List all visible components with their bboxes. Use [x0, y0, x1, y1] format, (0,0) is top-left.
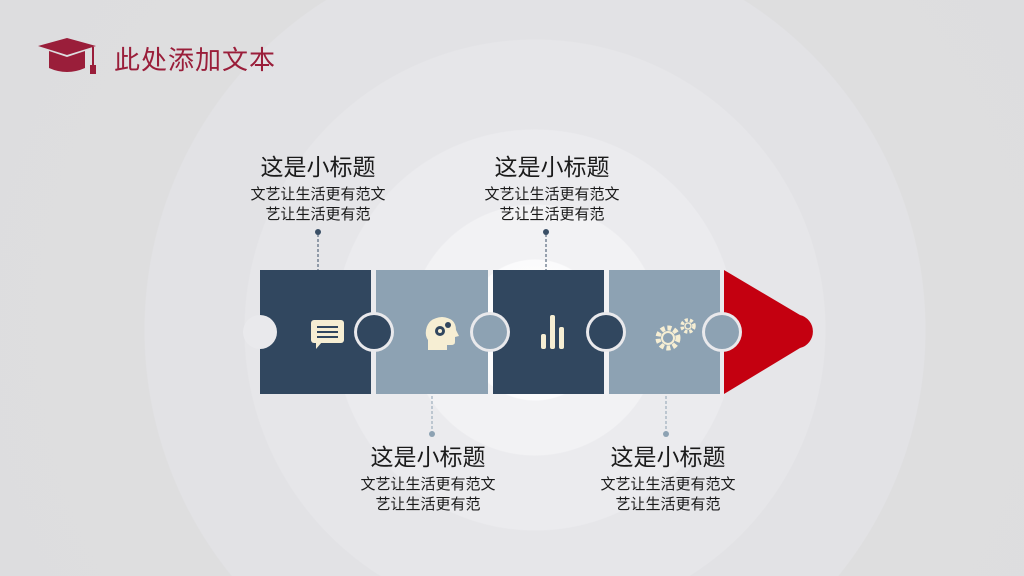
puzzle-knob-4-fill — [705, 315, 739, 349]
step-desc-line1: 文艺让生活更有范文 — [484, 185, 620, 203]
puzzle-knob-2-fill — [473, 315, 507, 349]
slide-header: 此处添加文本 — [36, 36, 276, 80]
bar-chart-icon — [541, 315, 564, 349]
connectors — [315, 229, 669, 437]
step-desc-line2: 艺让生活更有范 — [265, 205, 371, 223]
step-desc-line1: 文艺让生活更有范文 — [600, 475, 736, 493]
connector-dot-4 — [663, 431, 669, 437]
gears-icon — [655, 318, 696, 351]
arrow-head — [724, 270, 813, 394]
brain-gear-icon — [425, 317, 459, 350]
puzzle-knob-1-fill — [357, 315, 391, 349]
step-label-3: 这是小标题 文艺让生活更有范文 艺让生活更有范 — [452, 154, 652, 224]
connector-dot-3 — [543, 229, 549, 235]
puzzle-piece-3 — [493, 270, 604, 394]
step-title: 这是小标题 — [260, 155, 376, 181]
step-label-2: 这是小标题 文艺让生活更有范文 艺让生活更有范 — [328, 444, 528, 514]
puzzle-knob-3-fill — [589, 315, 623, 349]
step-desc-line2: 艺让生活更有范 — [499, 205, 605, 223]
page-title: 此处添加文本 — [114, 45, 277, 76]
step-desc-line2: 艺让生活更有范 — [615, 495, 721, 513]
step-title: 这是小标题 — [370, 445, 486, 471]
step-desc-line1: 文艺让生活更有范文 — [250, 185, 386, 203]
puzzle-notch-left — [243, 315, 277, 349]
step-desc-line1: 文艺让生活更有范文 — [360, 475, 496, 493]
step-label-4: 这是小标题 文艺让生活更有范文 艺让生活更有范 — [568, 444, 768, 514]
graduation-cap-icon — [38, 38, 96, 74]
step-desc-line2: 艺让生活更有范 — [375, 495, 481, 513]
step-title: 这是小标题 — [494, 155, 610, 181]
step-label-1: 这是小标题 文艺让生活更有范文 艺让生活更有范 — [218, 154, 418, 224]
chat-icon — [311, 320, 344, 349]
connector-dot-2 — [429, 431, 435, 437]
connector-dot-1 — [315, 229, 321, 235]
step-title: 这是小标题 — [610, 445, 726, 471]
